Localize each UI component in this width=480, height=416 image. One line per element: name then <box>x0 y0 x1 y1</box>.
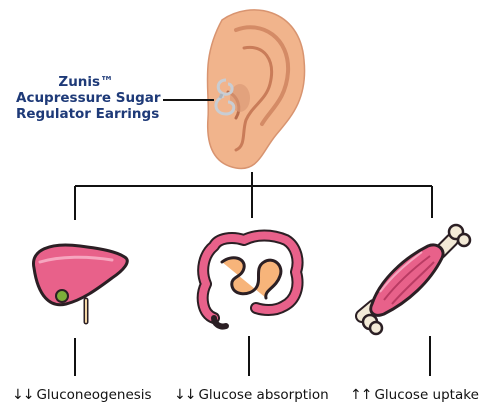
product-name-line3: Regulator Earrings <box>16 106 160 122</box>
effect-gluconeogenesis: ↓↓Gluconeogenesis <box>12 387 152 403</box>
product-name-label: Zunis™ Acupressure Sugar Regulator Earri… <box>16 74 161 122</box>
increase-arrows-icon: ↑↑ <box>350 387 372 403</box>
effect-label: Glucose uptake <box>374 387 479 403</box>
earring-icon <box>214 78 236 116</box>
effect-label: Glucose absorption <box>198 387 329 403</box>
muscle-icon <box>355 223 472 336</box>
decrease-arrows-icon: ↓↓ <box>12 387 34 403</box>
product-name-line1: Zunis™ <box>58 74 114 90</box>
effect-glucose-absorption: ↓↓Glucose absorption <box>174 387 329 403</box>
decrease-arrows-icon: ↓↓ <box>174 387 196 403</box>
product-name-line2: Acupressure Sugar <box>16 90 161 106</box>
effect-label: Gluconeogenesis <box>36 387 152 403</box>
liver-icon <box>32 243 129 325</box>
tree-connector <box>74 172 433 376</box>
intestine-icon <box>196 229 304 330</box>
ear-illustration <box>206 9 306 170</box>
effect-glucose-uptake: ↑↑Glucose uptake <box>350 387 479 403</box>
